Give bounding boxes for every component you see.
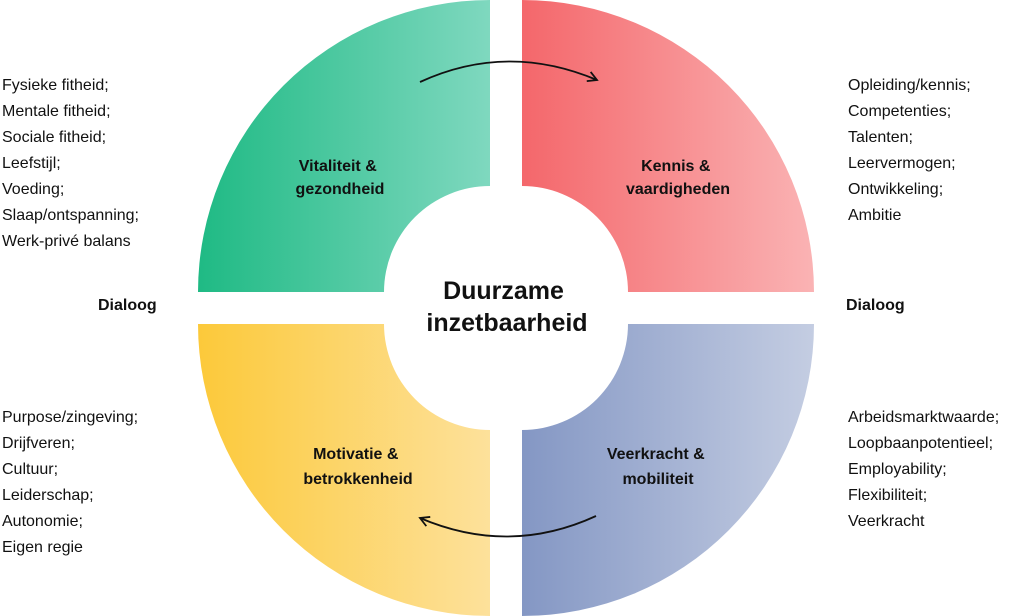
list-item: Fysieke fitheid; <box>2 77 109 94</box>
dialog-label-right: Dialoog <box>846 297 905 314</box>
list-item: Ontwikkeling; <box>848 181 944 198</box>
list-item: Flexibiliteit; <box>848 487 928 504</box>
center-title: Duurzame inzetbaarheid <box>426 277 587 337</box>
list-item: Voeding; <box>2 181 65 198</box>
list-item: Werk-privé balans <box>2 233 131 250</box>
quadrant-title-kennis: Kennis & vaardigheden <box>626 158 730 198</box>
quadrant-veerkracht <box>522 324 814 616</box>
list-item: Autonomie; <box>2 513 83 530</box>
list-item: Opleiding/kennis; <box>848 77 971 94</box>
top-arrow <box>419 60 599 83</box>
list-item: Drijfveren; <box>2 435 75 452</box>
list-item: Cultuur; <box>2 461 59 478</box>
list-item: Purpose/zingeving; <box>2 409 139 426</box>
list-item: Competenties; <box>848 103 952 120</box>
list-kennis: Opleiding/kennis; Competenties; Talenten… <box>848 73 971 229</box>
list-item: Eigen regie <box>2 539 83 556</box>
list-item: Slaap/ontspanning; <box>2 207 139 224</box>
quadrant-title-motivatie: Motivatie & betrokkenheid <box>303 446 412 488</box>
list-item: Veerkracht <box>848 513 925 530</box>
list-item: Mentale fitheid; <box>2 103 111 120</box>
list-item: Leervermogen; <box>848 155 956 172</box>
list-item: Leefstijl; <box>2 155 61 172</box>
list-item: Loopbaanpotentieel; <box>848 435 994 452</box>
quadrant-vitaliteit <box>198 0 490 292</box>
dialog-label-left: Dialoog <box>98 297 157 314</box>
quadrant-kennis <box>522 0 814 292</box>
list-item: Sociale fitheid; <box>2 129 107 146</box>
list-item: Leiderschap; <box>2 487 94 504</box>
quadrant-title-vitaliteit: Vitaliteit & gezondheid <box>296 158 385 198</box>
list-motivatie: Purpose/zingeving; Drijfveren; Cultuur; … <box>2 405 138 561</box>
bottom-arrow <box>418 515 597 538</box>
list-item: Ambitie <box>848 207 902 224</box>
list-vitaliteit: Fysieke fitheid; Mentale fitheid; Social… <box>2 73 139 255</box>
list-veerkracht: Arbeidsmarktwaarde; Loopbaanpotentieel; … <box>848 405 999 535</box>
list-item: Talenten; <box>848 129 913 146</box>
list-item: Employability; <box>848 461 947 478</box>
list-item: Arbeidsmarktwaarde; <box>848 409 1000 426</box>
quadrant-title-veerkracht: Veerkracht & mobiliteit <box>607 446 709 488</box>
quadrant-motivatie <box>198 324 490 616</box>
